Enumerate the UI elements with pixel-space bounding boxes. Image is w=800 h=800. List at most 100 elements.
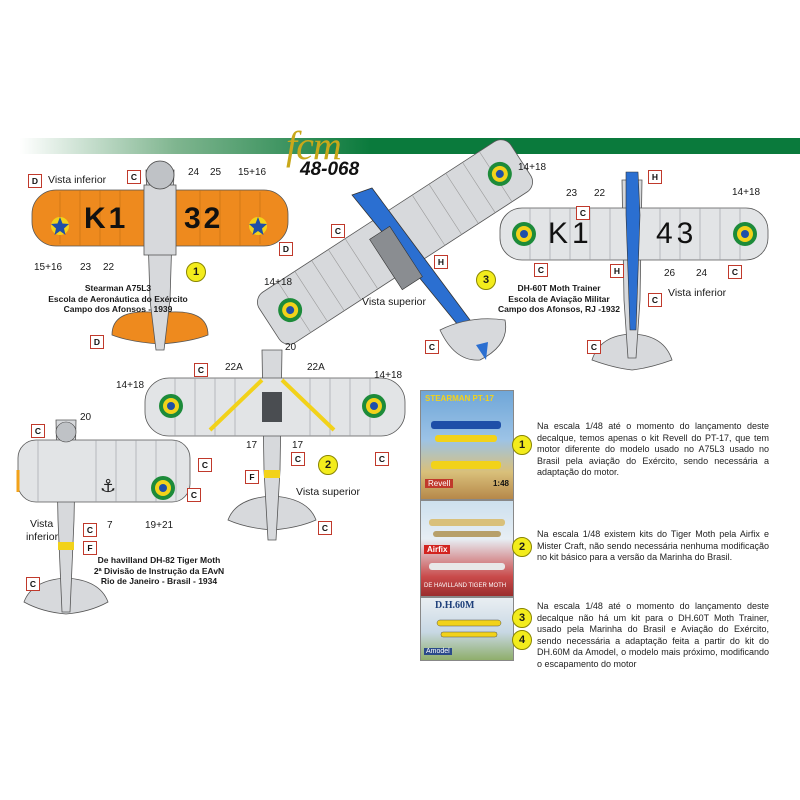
plane-5-label-7: 7 <box>107 520 113 531</box>
kit-box-airfix-title: DE HAVILLAND TIGER MOTH <box>424 583 507 589</box>
plane-4-code-c3: C <box>728 265 742 279</box>
anchor-icon: ⚓ <box>100 476 116 497</box>
kit-box-revell-title: STEARMAN PT-17 <box>425 394 494 403</box>
plane-4-label-22: 22 <box>594 188 606 199</box>
plane-2-label-14-18-right: 14+18 <box>374 370 403 381</box>
plane-3-label-14-18: 14+18 <box>264 277 293 288</box>
plane-3-view-label: Vista superior <box>362 296 427 308</box>
kit-box-airfix-art <box>429 519 505 570</box>
plane-2-view-label: Vista superior <box>296 486 361 498</box>
plane-1-code-d3: D <box>90 335 104 349</box>
plane-1-code-d2: D <box>279 242 293 256</box>
plane-1-label-22: 22 <box>103 262 115 273</box>
plane-5-code-f1: F <box>83 541 97 555</box>
kit-box-amodel-title: D.H.60M <box>435 600 475 611</box>
plane-2-label-22a-right: 22A <box>307 362 325 373</box>
plane-4-code-h2: H <box>610 264 624 278</box>
plane-1-label-15-16b: 15+16 <box>34 262 63 273</box>
plane-4-caption: DH-60T Moth Trainer Escola de Aviação Mi… <box>494 283 624 315</box>
plane-4-label-26: 26 <box>664 268 676 279</box>
plane-2-label-22a-left: 22A <box>225 362 243 373</box>
plane-2-label-17-right: 17 <box>292 440 304 451</box>
plane-1-number-badge: 1 <box>186 262 206 282</box>
plane-4-code-h1: H <box>648 170 662 184</box>
plane-1-caption: Stearman A75L3 Escola de Aeronáutica do … <box>38 283 198 315</box>
plane-2-code-c1: C <box>194 363 208 377</box>
plane-3-code-c1: C <box>331 224 345 238</box>
plane-4-label-24: 24 <box>696 268 708 279</box>
plane-5-view-label-line-2: inferior <box>26 531 59 543</box>
plane-5-caption-line-3: Rio de Janeiro - Brasil - 1934 <box>100 576 218 586</box>
plane-2-code-f1: F <box>245 470 259 484</box>
plane-4-serial-right: 43 <box>656 217 698 250</box>
note-3-text: Na escala 1/48 até o momento do lançamen… <box>537 601 769 669</box>
plane-4-code-c4: C <box>648 293 662 307</box>
note-3-number-badge: 3 <box>512 608 532 628</box>
plane-1-caption-line-2: Escola de Aeronáutica do Exército <box>48 293 188 304</box>
plane-5-view-label: Vista inferior <box>26 518 58 544</box>
plane-4-code-c2: C <box>534 263 548 277</box>
plane-2-label-14-18-left: 14+18 <box>116 380 145 391</box>
plane-2-code-c2: C <box>375 452 389 466</box>
note-1-text: Na escala 1/48 até o momento do lançamen… <box>537 421 769 477</box>
plane-1-label-24: 24 <box>188 167 200 178</box>
plane-4-caption-line-1: DH-60T Moth Trainer <box>517 283 601 293</box>
header-bar <box>20 138 800 154</box>
plane-5-caption-line-2: 2ª Divisão de Instrução da EAvN <box>93 565 225 576</box>
plane-1-serial-right: 32 <box>184 202 224 235</box>
kit-box-airfix: Airfix DE HAVILLAND TIGER MOTH <box>420 500 514 597</box>
plane-3-code-c2: C <box>425 340 439 354</box>
kit-box-revell: STEARMAN PT-17 Revell 1:48 <box>420 390 514 500</box>
decal-code: 48-068 <box>300 159 360 180</box>
kit-box-amodel-art <box>436 619 502 638</box>
plane-1-label-25: 25 <box>210 167 222 178</box>
plane-4-caption-line-2: Escola de Aviação Militar <box>508 293 610 304</box>
plane-5-code-c1: C <box>31 424 45 438</box>
plane-4-view-label: Vista inferior <box>668 287 727 299</box>
plane-4-label-14-18a: 14+18 <box>518 162 547 173</box>
plane-4-caption-line-3: Campo dos Afonsos, RJ -1932 <box>497 304 621 314</box>
plane-3-number-badge: 3 <box>476 270 496 290</box>
plane-1-code-c1: C <box>127 170 141 184</box>
kit-box-amodel-brand: Amodel <box>424 648 452 655</box>
note-1-number-badge: 1 <box>512 435 532 455</box>
note-2-number-badge: 2 <box>512 537 532 557</box>
plane-1-caption-line-3: Campo dos Afonsos - 1939 <box>63 304 173 314</box>
note-2-text: Na escala 1/48 existem kits do Tiger Mot… <box>537 529 769 562</box>
plane-5-label-20: 20 <box>80 412 92 423</box>
plane-2-code-c4: C <box>318 521 332 535</box>
brand-logo: fcm <box>286 123 342 168</box>
plane-4-serial-left: K1 <box>548 217 593 250</box>
kit-box-revell-brand: Revell <box>425 479 454 488</box>
plane-4-code-c1: C <box>576 206 590 220</box>
plane-5-caption: De havilland DH-82 Tiger Moth 2ª Divisão… <box>84 555 234 587</box>
note-4-number-badge: 4 <box>512 630 532 650</box>
plane-4-label-14-18b: 14+18 <box>732 187 761 198</box>
kit-box-revell-scale: 1:48 <box>492 479 509 488</box>
plane-5-code-c5: C <box>26 577 40 591</box>
plane-2-number-badge: 2 <box>318 455 338 475</box>
kit-box-airfix-brand: Airfix <box>424 545 451 554</box>
kit-box-revell-art <box>431 421 501 469</box>
plane-1-code-d1: D <box>28 174 42 188</box>
plane-5-caption-line-1: De havilland DH-82 Tiger Moth <box>97 555 221 565</box>
plane-2-code-c3: C <box>291 452 305 466</box>
plane-1-label-15-16a: 15+16 <box>238 167 267 178</box>
plane-5-code-c4: C <box>83 523 97 537</box>
plane-2-label-17-left: 17 <box>246 440 258 451</box>
plane-4-label-23: 23 <box>566 188 578 199</box>
plane-1-label-23: 23 <box>80 262 92 273</box>
plane-5-code-c2: C <box>198 458 212 472</box>
kit-box-amodel: D.H.60M Amodel <box>420 597 514 661</box>
plane-5-code-c3: C <box>187 488 201 502</box>
plane-5-label-19-21: 19+21 <box>145 520 174 531</box>
plane-1-view-label: Vista inferior <box>48 174 107 186</box>
plane-4-code-c5: C <box>587 340 601 354</box>
plane-5-view-label-line-1: Vista <box>30 518 54 530</box>
plane-2-label-20: 20 <box>285 342 297 353</box>
